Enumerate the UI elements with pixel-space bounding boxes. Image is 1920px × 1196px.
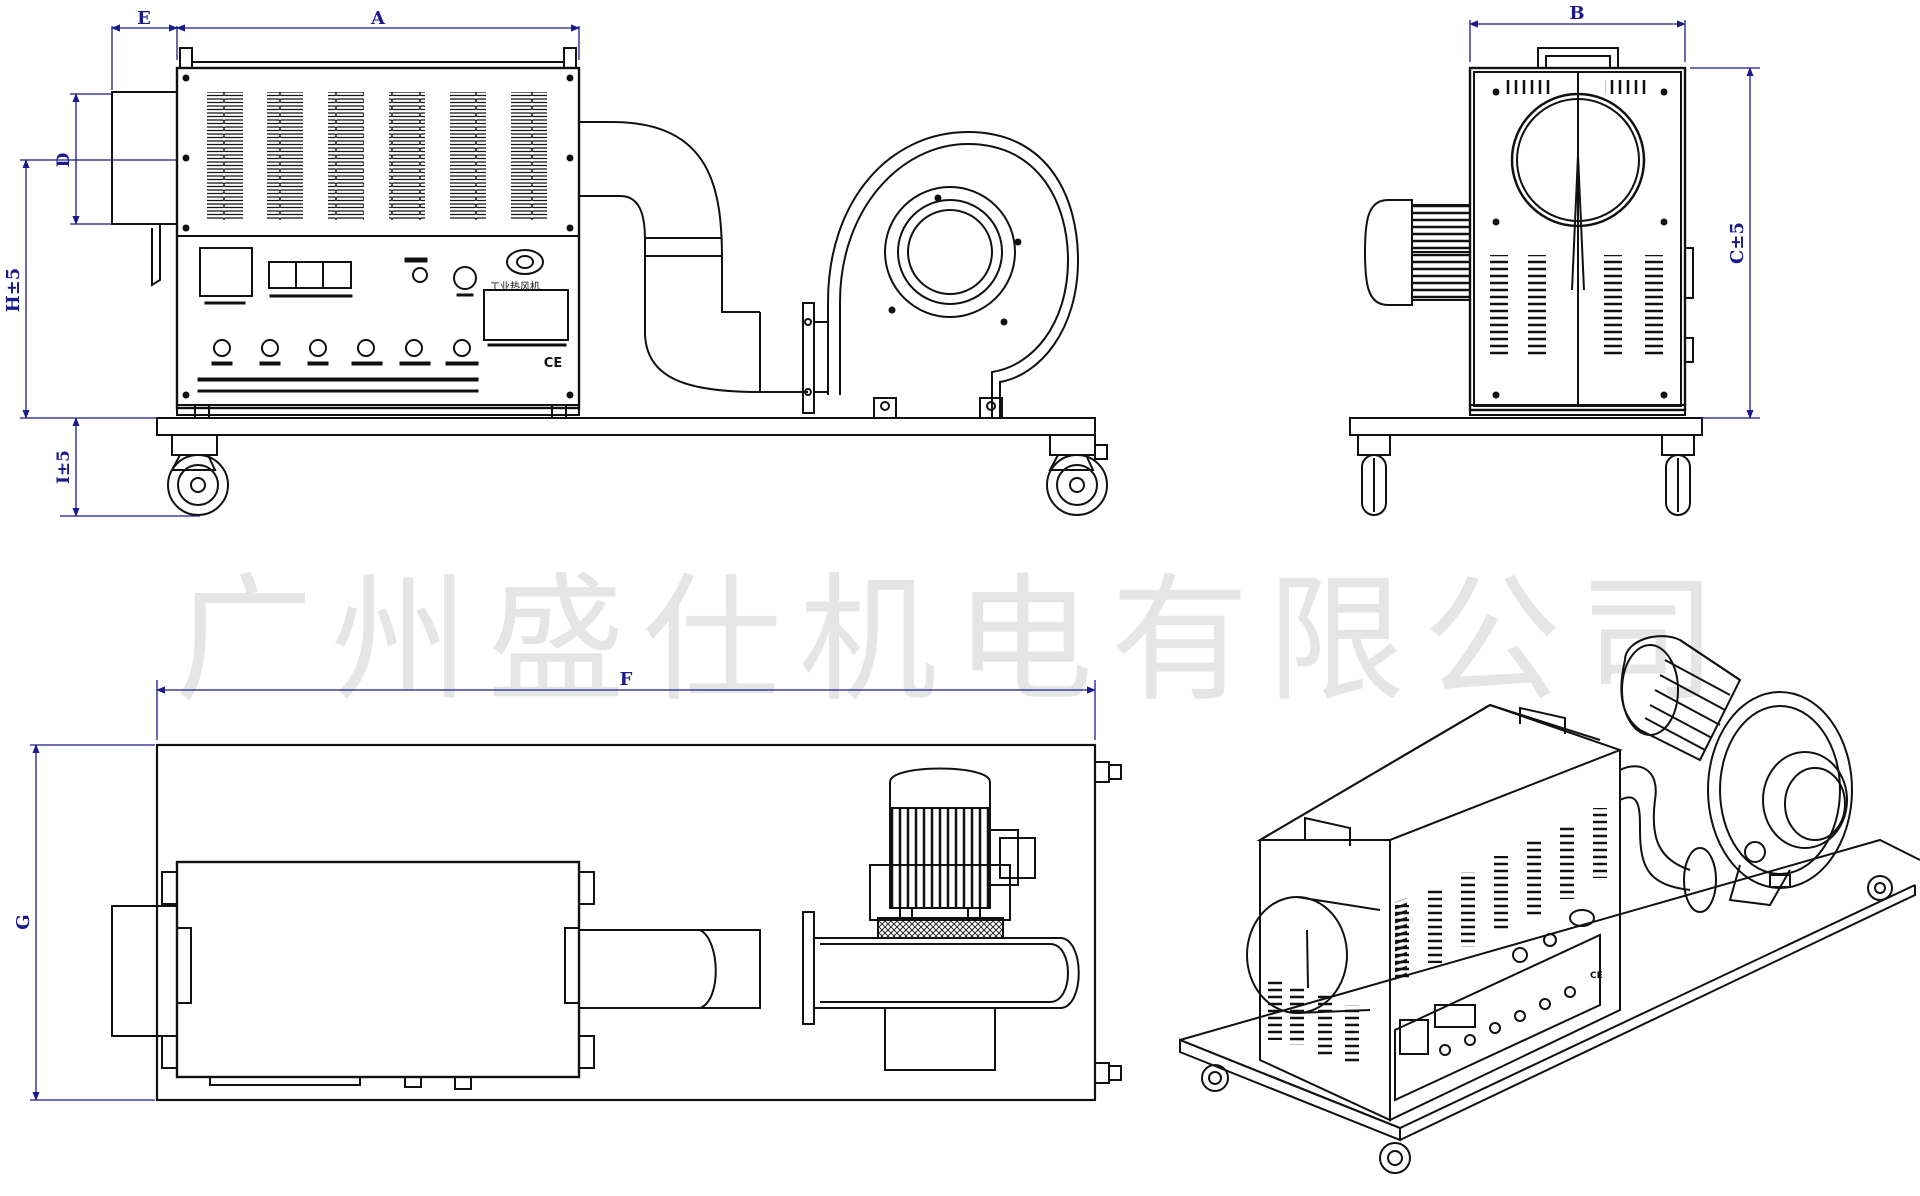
side-view [1349, 47, 1703, 516]
motor-iso [1620, 635, 1742, 762]
blower-iso [1707, 691, 1853, 907]
caster-side-left [1357, 434, 1391, 516]
dim-label-B: B [1569, 3, 1584, 24]
ce-mark-iso: CE [1590, 971, 1603, 981]
motor-top [889, 767, 1036, 921]
watermark-text: 广州盛仕机电有限公司 [175, 560, 1735, 721]
ce-mark-front: CE [544, 356, 562, 371]
louver-vents-front [207, 92, 547, 220]
dim-label-D: D [54, 152, 74, 167]
motor-side [1363, 199, 1471, 306]
heater-cabinet-top [175, 860, 581, 1079]
isometric-view: CE [1179, 635, 1920, 1174]
brand-label-front: 工业热风机 [490, 280, 540, 293]
caster-iso-1 [1201, 1064, 1229, 1092]
base-plate-top [155, 743, 1097, 1102]
dim-label-F: F [620, 669, 633, 690]
dim-label-G: G [13, 914, 34, 929]
caster-side-right [1661, 434, 1695, 516]
blower-volute-front [827, 130, 1080, 419]
caster-iso-4 [1744, 841, 1766, 863]
caster-iso-2 [1379, 1142, 1411, 1174]
caster-front-left [167, 434, 229, 516]
dimension-lines [20, 20, 1760, 1101]
top-view [111, 743, 1122, 1102]
dim-label-I: I±5 [54, 450, 74, 484]
heater-cabinet-front [175, 66, 581, 410]
duct-elbow-front [579, 121, 828, 414]
dim-label-E: E [137, 8, 151, 29]
dim-label-C: C±5 [1727, 222, 1748, 264]
air-outlet-front [111, 91, 178, 225]
caster-front-right [1046, 434, 1108, 516]
caster-iso-3 [1867, 875, 1893, 901]
heater-cabinet-iso: CE [1246, 703, 1623, 1122]
dim-label-H: H±5 [3, 268, 24, 313]
dim-label-A: A [370, 8, 386, 29]
control-panel-front: 工业热风机 CE [197, 247, 569, 393]
front-view: 工业热风机 CE [111, 47, 1108, 516]
